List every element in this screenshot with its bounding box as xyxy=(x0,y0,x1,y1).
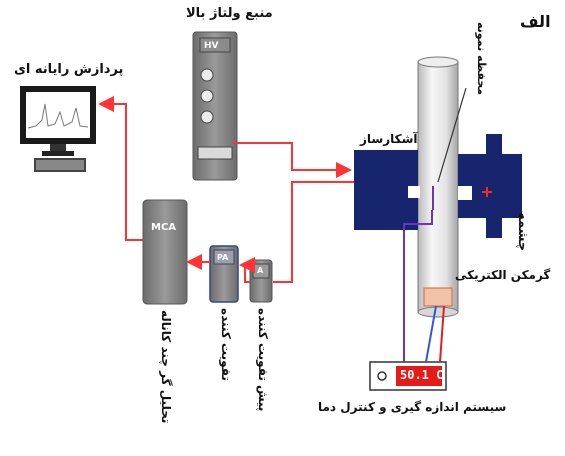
heater-wire-blue xyxy=(425,305,437,363)
mca-badge: MCA xyxy=(151,222,177,233)
a-badge: A xyxy=(257,266,264,275)
temperature-controller xyxy=(369,361,447,391)
source-label: چشمه xyxy=(515,212,530,252)
detector-block xyxy=(354,150,420,230)
pa-badge: PA xyxy=(217,253,229,262)
detector-label: آشکارساز xyxy=(360,132,418,146)
hv-knob-icon xyxy=(200,89,214,103)
computer-icon xyxy=(20,86,96,172)
hv-source-label: منبع ولتاژ بالا xyxy=(186,6,273,21)
thermocouple-wire xyxy=(403,210,433,362)
pa-device xyxy=(209,245,239,303)
signal-wires xyxy=(98,96,354,283)
heater-wire-red xyxy=(439,305,445,363)
mca-caption: تحلیل گر چند کاناله xyxy=(159,310,173,424)
heater-element xyxy=(423,287,453,307)
preamp-device xyxy=(249,259,273,303)
hv-power-supply xyxy=(192,31,238,181)
sample-holder-label: محفظه نمونه xyxy=(475,22,488,96)
source-block xyxy=(458,134,522,238)
computer-label: پردازش رایانه ای xyxy=(14,62,124,77)
preamp-caption: پیش تقویت کننده xyxy=(256,308,270,412)
pointer-line xyxy=(437,87,467,183)
sample-tube xyxy=(417,56,459,318)
hv-badge: HV xyxy=(204,41,219,51)
panel-letter: الف xyxy=(520,12,551,31)
pa-caption: تقویت کننده xyxy=(219,308,233,381)
temperature-readout: 50.1 C xyxy=(400,368,444,382)
temperature-system-label: سیستم اندازه گیری و کنترل دما xyxy=(318,400,507,414)
heater-label: گرمکن الکتریکی xyxy=(455,268,551,282)
hv-knob-icon xyxy=(200,68,214,82)
mca-device xyxy=(142,199,188,305)
hv-knob-icon xyxy=(200,110,214,124)
